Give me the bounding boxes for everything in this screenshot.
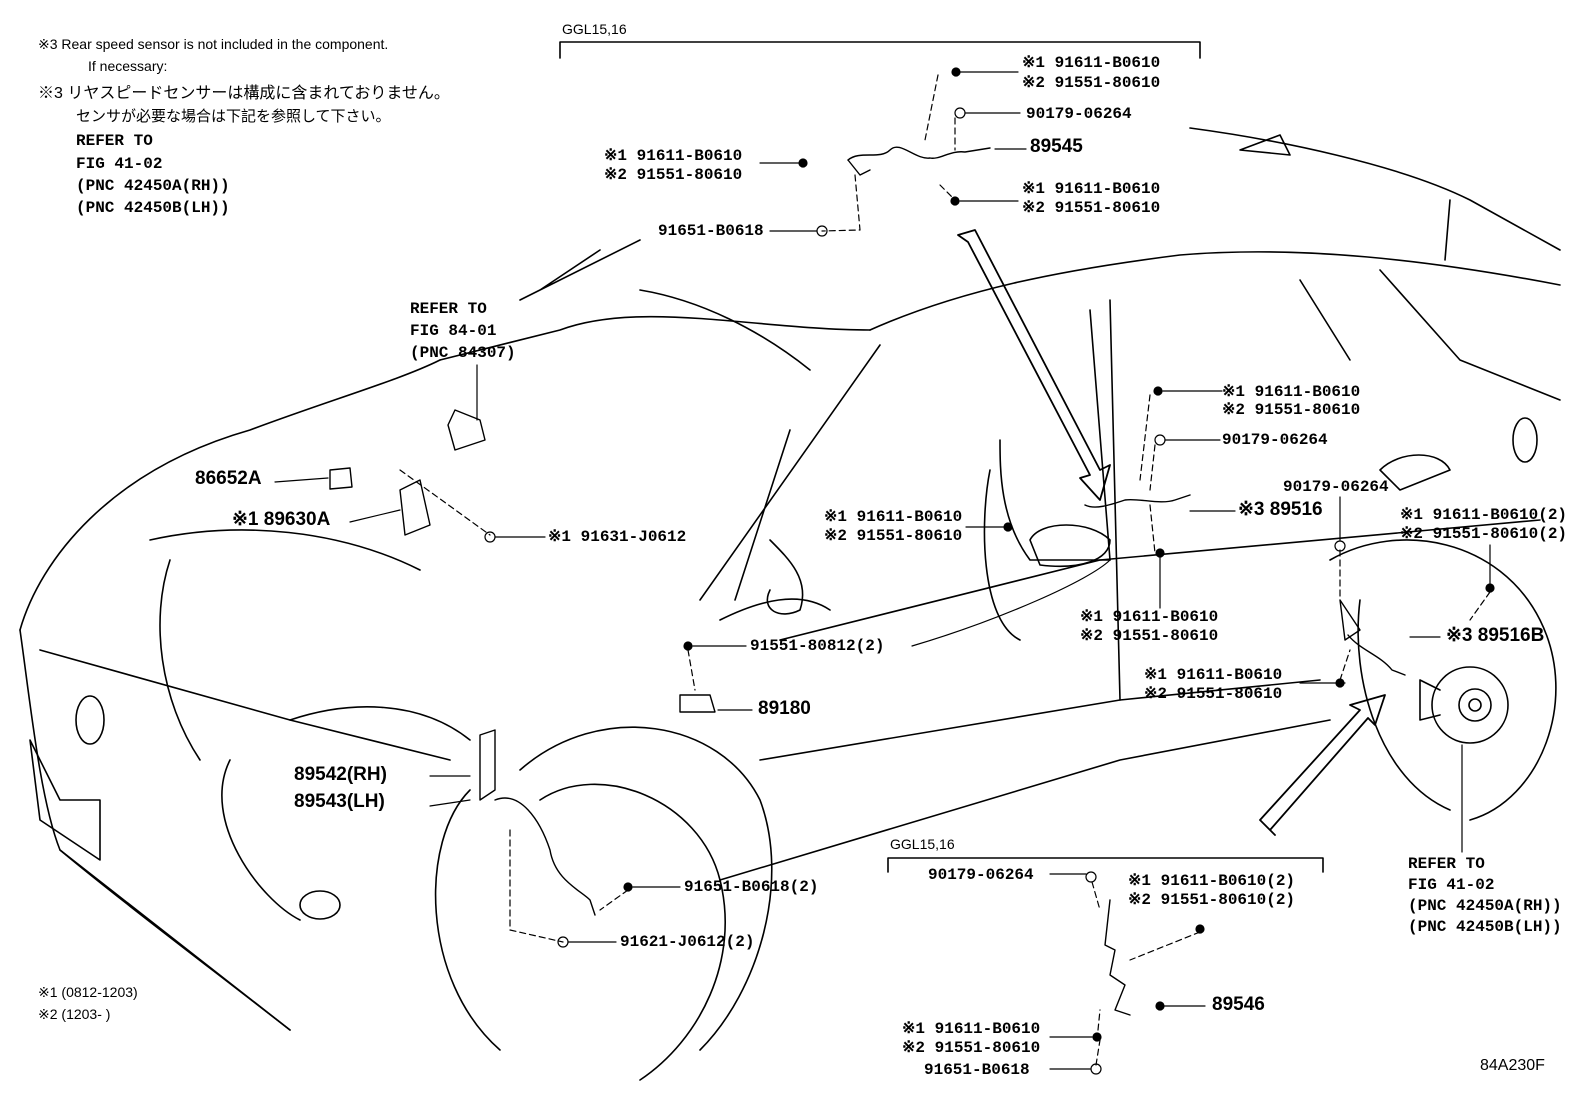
note-refer-4: (PNC 42450B(LH)) (76, 199, 230, 217)
rear-refer-2: FIG 41-02 (1408, 876, 1495, 894)
callout-91651-top: 91651-B0618 (658, 222, 764, 240)
note-3-en-1: ※3 Rear speed sensor is not included in … (38, 36, 389, 52)
footnote-2: ※2 (1203- ) (38, 1006, 111, 1022)
callout-89630a: ※1 89630A (232, 509, 331, 530)
callout-91621: 91621-J0612(2) (620, 933, 755, 951)
callout-90179-top: 90179-06264 (1026, 105, 1132, 123)
callout-90179-rear: 90179-06264 (1283, 478, 1389, 496)
refer-84-1: REFER TO (410, 300, 487, 318)
callout-89546: 89546 (1212, 994, 1265, 1015)
dashed-guides (399, 74, 1491, 1066)
bottom-group-bracket (887, 857, 1324, 873)
callout-91551-c: ※2 91551-80610 (1022, 199, 1161, 217)
callout-91551-a: ※2 91551-80610 (1022, 74, 1161, 92)
callout-89516b: ※3 89516B (1446, 625, 1545, 646)
callout-91551-mid-b: ※2 91551-80610 (824, 527, 963, 545)
callout-91611-c: ※1 91611-B0610 (1022, 180, 1161, 198)
refer-84-3: (PNC 84307) (410, 344, 516, 362)
callout-90179-mid: 90179-06264 (1222, 431, 1328, 449)
callout-91611-mid-c: ※1 91611-B0610 (1080, 608, 1219, 626)
callout-91611-mid-a: ※1 91611-B0610 (1222, 383, 1361, 401)
callout-91651-bottom: 91651-B0618 (924, 1061, 1030, 1079)
callout-89543-lh: 89543(LH) (294, 791, 385, 812)
note-refer-2: FIG 41-02 (76, 155, 163, 173)
callout-91551-b: ※2 91551-80610 (604, 166, 743, 184)
callout-91651-front: 91651-B0618(2) (684, 878, 819, 896)
callout-86652a: 86652A (195, 468, 262, 489)
callout-91611-bottom-b: ※1 91611-B0610 (902, 1020, 1041, 1038)
rear-refer-1: REFER TO (1408, 855, 1485, 873)
callout-89545: 89545 (1030, 136, 1083, 157)
figure-id: 84A230F (1480, 1057, 1545, 1074)
top-group-title: GGL15,16 (562, 21, 627, 37)
callout-91551-mid-a: ※2 91551-80610 (1222, 401, 1361, 419)
note-3-jp-2: センサが必要な場合は下記を参照して下さい。 (76, 108, 391, 125)
rear-refer-3: (PNC 42450A(RH)) (1408, 897, 1562, 915)
bottom-group-title: GGL15,16 (890, 836, 955, 852)
callout-91551-rear-a: ※2 91551-80610(2) (1400, 525, 1568, 543)
callout-91611-a: ※1 91611-B0610 (1022, 54, 1161, 72)
callout-91631: ※1 91631-J0612 (548, 528, 687, 546)
top-group-bracket (559, 41, 1201, 59)
note-refer-3: (PNC 42450A(RH)) (76, 177, 230, 195)
callout-91611-b: ※1 91611-B0610 (604, 147, 743, 165)
callout-91551-rear-b: ※2 91551-80610 (1144, 685, 1283, 703)
rear-hub (1419, 666, 1509, 744)
callout-89542-rh: 89542(RH) (294, 764, 387, 785)
callout-91551-mid-c: ※2 91551-80610 (1080, 627, 1219, 645)
callout-89180: 89180 (758, 698, 811, 719)
callout-91551-bottom-a: ※2 91551-80610(2) (1128, 891, 1296, 909)
callout-91611-mid-b: ※1 91611-B0610 (824, 508, 963, 526)
leader-lines (274, 71, 1491, 1070)
pointer-arrows (957, 229, 1386, 836)
part-glyphs (484, 67, 1495, 1075)
harness-lines (329, 146, 1406, 1016)
callout-89516: ※3 89516 (1238, 499, 1323, 520)
note-3-en-2: If necessary: (88, 58, 168, 74)
note-3-jp-1: ※3 リヤスピードセンサーは構成に含まれておりません。 (38, 85, 450, 102)
rear-refer-4: (PNC 42450B(LH)) (1408, 918, 1562, 936)
car-body (19, 127, 1561, 1081)
callout-91551-80812: 91551-80812(2) (750, 637, 885, 655)
callout-91611-rear-b: ※1 91611-B0610 (1144, 666, 1283, 684)
callout-90179-bottom: 90179-06264 (928, 866, 1034, 884)
callout-91551-bottom-b: ※2 91551-80610 (902, 1039, 1041, 1057)
callout-91611-rear-a: ※1 91611-B0610(2) (1400, 506, 1568, 524)
callout-91611-bottom-a: ※1 91611-B0610(2) (1128, 872, 1296, 890)
footnote-1: ※1 (0812-1203) (38, 984, 138, 1000)
refer-84-2: FIG 84-01 (410, 322, 497, 340)
note-refer-1: REFER TO (76, 132, 153, 150)
